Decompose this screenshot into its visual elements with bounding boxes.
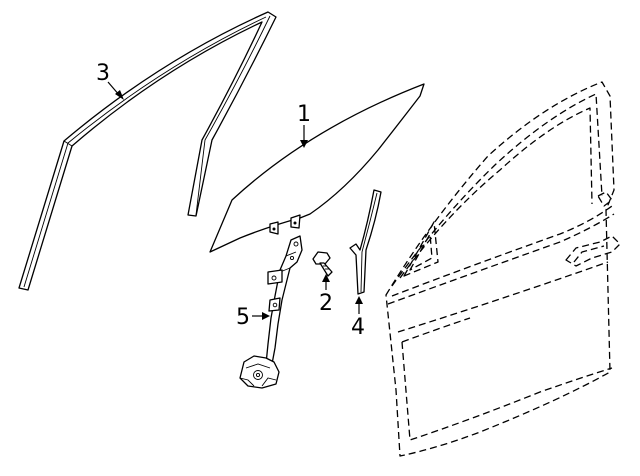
callout-2: 2 bbox=[319, 274, 333, 316]
regulator-part bbox=[239, 235, 303, 389]
bolt-part bbox=[312, 251, 333, 277]
callout-5: 5 bbox=[236, 305, 270, 330]
run-channel-part bbox=[18, 11, 277, 291]
door-glass-part bbox=[209, 83, 425, 253]
callout-label-4: 4 bbox=[351, 315, 365, 340]
callout-1: 1 bbox=[297, 102, 311, 148]
callout-4: 4 bbox=[351, 296, 365, 340]
callout-label-5: 5 bbox=[236, 305, 250, 330]
front-door-outline bbox=[385, 81, 621, 457]
callout-label-2: 2 bbox=[319, 291, 333, 316]
callout-3: 3 bbox=[96, 61, 124, 100]
callout-label-3: 3 bbox=[96, 61, 110, 86]
sash-channel-part bbox=[349, 189, 382, 295]
callout-label-1: 1 bbox=[297, 102, 311, 127]
